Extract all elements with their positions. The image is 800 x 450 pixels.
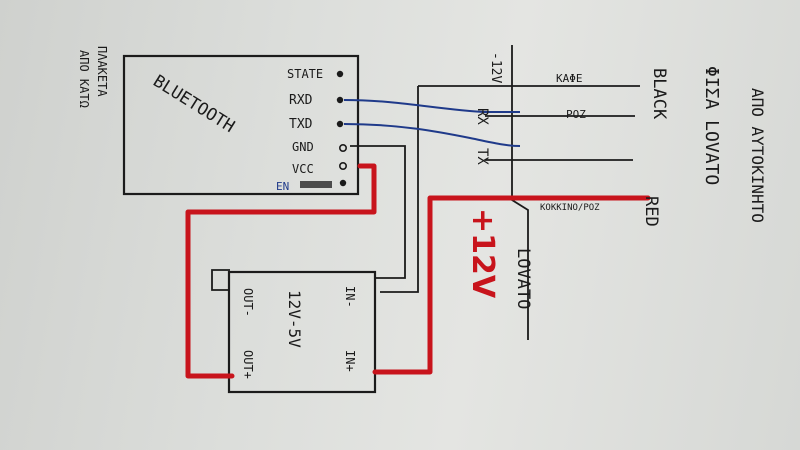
converter-outline (227, 270, 377, 394)
wire-label-red-roz: ΚΟΚΚΙΝΟ/ΡΟΖ (540, 203, 600, 213)
converter-out-minus: OUT- (241, 288, 255, 317)
note-source-line1: ΑΠΟ ΑΥΤΟΚΙΝΗΤΟ (748, 88, 767, 223)
red-wires (185, 163, 651, 379)
converter-module: 12V-5V OUT- OUT+ IN- IN+ (227, 270, 377, 394)
pin-gnd-dot (338, 144, 347, 153)
pin-state-dot (336, 70, 344, 78)
wire-color-labels: ΚΑΦΕ ΡΟΖ ΚΟΚΚΙΝΟ/ΡΟΖ BLACK RED (540, 68, 669, 227)
pin-vcc-label: VCC (292, 162, 314, 176)
bluetooth-title: BLUETOOTH (149, 71, 238, 137)
note-source-line2: ΦΙΣΑ LOVATO (701, 66, 722, 185)
black-wires (211, 45, 640, 340)
note-board-line2: ΑΠΟ ΚΑΤΩ (77, 50, 91, 108)
lovato-name: LOVATO (513, 248, 533, 309)
side-notes: ΑΠΟ ΑΥΤΟΚΙΝΗΤΟ ΦΙΣΑ LOVATO ΠΛΑΚΕΤΑ ΑΠΟ Κ… (77, 46, 767, 223)
bluetooth-module: BLUETOOTH STATE RXD TXD GND VCC EN (122, 54, 360, 196)
lovato-rx: RX (474, 108, 490, 125)
converter-title: 12V-5V (285, 290, 304, 348)
pin-txd-label: TXD (289, 117, 313, 132)
pin-txd-dot (336, 120, 344, 128)
pin-rxd-dot (336, 96, 344, 104)
converter-out-plus: OUT+ (241, 350, 255, 379)
pin-en-dot (339, 179, 347, 187)
wire-out-minus-loop (211, 269, 230, 291)
lovato-labels: -12V RX TX +12V LOVATO (465, 52, 533, 309)
wire-plus12v-to-in-plus (372, 195, 651, 375)
pin-state-label: STATE (287, 67, 323, 81)
wire-minus12v-to-in-minus (380, 86, 419, 293)
lovato-connector-line (511, 52, 529, 340)
wire-label-roz: ΡΟΖ (566, 108, 586, 121)
pin-en-scribble (300, 181, 332, 188)
wire-label-black: ΚΑΦΕ (556, 72, 583, 85)
note-board-line1: ΠΛΑΚΕΤΑ (95, 46, 109, 97)
lovato-tx: TX (474, 148, 490, 165)
converter-in-plus: IN+ (343, 350, 357, 372)
lovato-plus-12v: +12V (465, 208, 500, 299)
label-red: RED (641, 196, 661, 227)
wire-rxd-to-rx (343, 99, 520, 113)
lovato-neg-12v: -12V (488, 52, 503, 83)
converter-in-minus: IN- (343, 286, 357, 308)
wire-gnd-to-in-minus (350, 145, 406, 279)
wire-txd-to-tx (343, 123, 521, 147)
wire-vcc-to-out-plus (185, 163, 377, 379)
blue-wires (343, 99, 521, 147)
label-black: BLACK (649, 68, 669, 120)
pin-gnd-label: GND (292, 140, 314, 154)
pin-rxd-label: RXD (289, 93, 313, 108)
pin-vcc-dot (338, 162, 347, 171)
pin-en-label: EN (276, 180, 289, 193)
